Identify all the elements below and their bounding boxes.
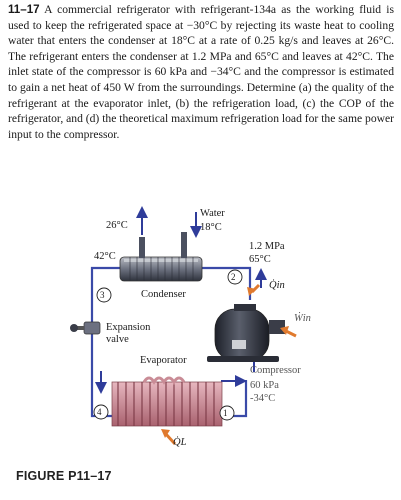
compressor-inlet-temp: -34°C	[250, 393, 276, 404]
water-in-temp: 18°C	[200, 222, 222, 233]
q-in-arrow	[250, 283, 261, 294]
evaporator	[111, 376, 223, 427]
state-circles	[93, 269, 243, 421]
condenser-label: Condenser	[141, 289, 186, 300]
compressor-inlet-pressure: 60 kPa	[250, 380, 279, 391]
water-label: Water	[200, 208, 225, 219]
compressor	[207, 304, 285, 362]
state-1-label: 1	[223, 408, 228, 418]
state-4-label: 4	[97, 407, 102, 417]
q-in-label: Q̇in	[269, 280, 285, 291]
problem-number: 11–17	[8, 3, 40, 16]
condenser-exit-temp: 42°C	[94, 251, 116, 262]
w-in-label: Ẇin	[294, 313, 311, 324]
w-in-arrow	[283, 328, 297, 338]
pipe-compressor-to-condenser	[200, 266, 252, 300]
condenser-inlet-temp: 65°C	[249, 254, 271, 265]
refrigerant-piping	[90, 266, 252, 418]
evaporator-label: Evaporator	[140, 355, 187, 366]
compressor-label: Compressor	[250, 365, 301, 376]
condenser	[119, 232, 203, 282]
expansion-valve	[70, 321, 101, 335]
figure-caption: FIGURE P11–17	[16, 469, 112, 483]
problem-statement: 11–17 A commercial refrigerator with ref…	[8, 2, 394, 142]
q-l-label: Q̇L	[173, 437, 187, 448]
water-out-temp: 26°C	[106, 220, 128, 231]
state-3-label: 3	[100, 290, 105, 300]
state-2-label: 2	[231, 272, 236, 282]
q-l-arrow	[163, 431, 177, 446]
pipe-left	[90, 266, 140, 418]
problem-text: A commercial refrigerator with refrigera…	[8, 3, 394, 141]
condenser-inlet-pressure: 1.2 MPa	[249, 241, 285, 252]
pipe-right-evap	[223, 380, 248, 418]
expansion-valve-label: Expansion valve	[106, 322, 151, 345]
heat-arrows	[161, 283, 297, 446]
